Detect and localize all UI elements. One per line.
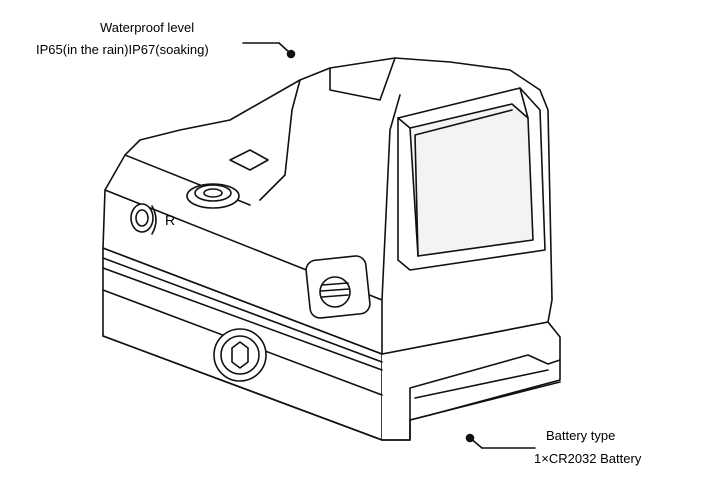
device-marking-r: R — [165, 212, 176, 228]
window-frame — [397, 87, 546, 271]
waterproof-callout-title: Waterproof level — [100, 20, 195, 35]
waterproof-leader — [242, 42, 296, 59]
battery-callout-detail: 1×CR2032 Battery — [534, 451, 642, 466]
brightness-button — [130, 203, 157, 235]
battery-callout-title: Battery type — [546, 428, 616, 443]
top-screw — [186, 149, 269, 209]
mount-bolt — [213, 328, 267, 382]
side-adjuster — [305, 255, 371, 319]
waterproof-callout-detail: IP65(in the rain)IP67(soaking) — [36, 42, 209, 57]
battery-leader — [465, 433, 536, 449]
